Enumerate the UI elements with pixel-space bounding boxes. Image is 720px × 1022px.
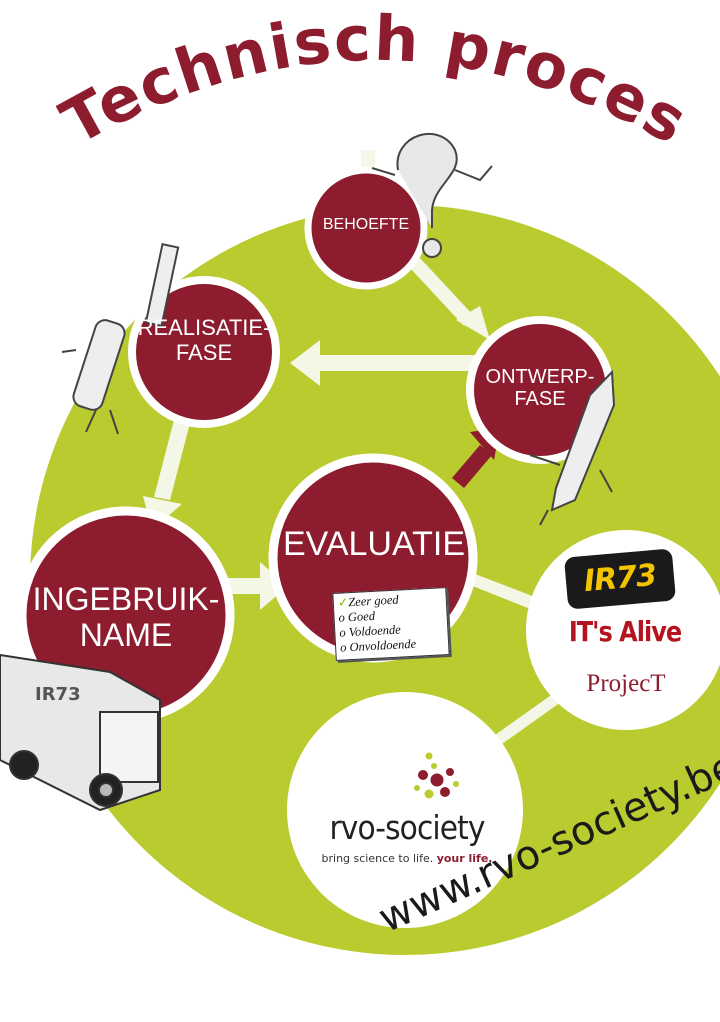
checklist-label: Onvoldoende bbox=[349, 636, 417, 655]
rvo-circle bbox=[287, 692, 523, 928]
node-realisatie bbox=[128, 276, 280, 428]
project-logo: ProjecT bbox=[586, 670, 666, 697]
checklist-label: Zeer goed bbox=[347, 592, 399, 610]
empty-mark-icon: o bbox=[339, 640, 347, 655]
label-ontwerp: ONTWERP- FASE bbox=[475, 366, 605, 411]
checklist-label: Voldoende bbox=[348, 622, 402, 640]
its-alive-logo: IT's Alive bbox=[568, 615, 682, 649]
label-behoefte: BEHOEFTE bbox=[316, 216, 416, 234]
ontwerp-line1: ONTWERP- bbox=[485, 366, 595, 388]
connector-partners-rvo bbox=[488, 688, 568, 749]
evaluation-checklist: ✓Zeer goed o Goed o Voldoende o Onvoldoe… bbox=[332, 587, 450, 661]
ingebruik-line2: NAME bbox=[79, 616, 173, 653]
node-behoefte bbox=[304, 166, 428, 290]
page-title: Technisch proces bbox=[49, 2, 700, 160]
truck-ir3-mark: IR73 bbox=[35, 684, 81, 705]
question-mark-character-icon bbox=[371, 132, 493, 258]
rvo-tagline-highlight: your life. bbox=[436, 852, 493, 865]
truck-sketch-icon: IR73 bbox=[0, 653, 161, 812]
connector-evaluatie-partners bbox=[470, 574, 548, 614]
rvo-logo-icon bbox=[414, 752, 459, 799]
realisatie-line2: FASE bbox=[175, 339, 233, 365]
label-evaluatie: EVALUATIE bbox=[283, 525, 466, 563]
empty-mark-icon: o bbox=[339, 625, 346, 640]
evaluatie-text: EVALUATIE bbox=[283, 525, 466, 563]
rvo-tagline-text: bring science to life. bbox=[321, 852, 434, 865]
rvo-society-name: rvo-society bbox=[329, 808, 485, 847]
ingebruik-line1: INGEBRUIK- bbox=[32, 581, 220, 617]
checklist-label: Goed bbox=[347, 608, 376, 625]
ir3-logo: IR73 bbox=[563, 548, 677, 610]
realisatie-line1: REALISATIE- bbox=[137, 315, 271, 340]
label-realisatie: REALISATIE- FASE bbox=[134, 315, 274, 365]
empty-mark-icon: o bbox=[338, 610, 346, 625]
arrow-ontwerp-realisatie bbox=[290, 340, 476, 386]
label-ingebruik: INGEBRUIK- NAME bbox=[26, 581, 226, 654]
screwdriver-character-icon bbox=[61, 243, 180, 435]
pencil-character-icon bbox=[529, 369, 616, 526]
behoefte-text: BEHOEFTE bbox=[322, 216, 410, 233]
arrow-behoefte-ontwerp bbox=[410, 258, 490, 340]
ontwerp-line2: FASE bbox=[514, 388, 566, 411]
rvo-tagline: bring science to life. your life. bbox=[312, 852, 502, 865]
